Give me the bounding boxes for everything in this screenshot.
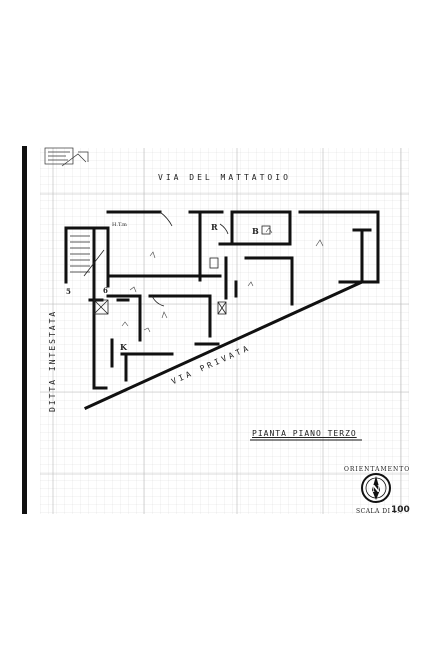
room-label-k: K [120,342,127,352]
street-label-left: DITTA INTESTATA [48,309,57,412]
scale-value: 100 [391,505,410,515]
stamp [44,147,89,167]
room-label-6: 6 [103,286,108,295]
plan-title: PIANTA PIANO TERZO [252,429,357,438]
room-label-b: B [252,226,259,236]
north-compass-icon: N [361,473,391,503]
street-label-top: VIA DEL MATTATOIO [158,173,291,182]
room-label-r: R [211,222,218,232]
room-label-ht: H.T.m [112,222,127,228]
grid-paper [40,148,409,514]
compass-letter: N [372,485,380,495]
room-label-5: 5 [66,287,71,296]
handwritten-marks [121,227,324,333]
scan-edge [22,146,27,514]
orientation-label: ORIENTAMENTO [344,466,411,473]
building-walls [64,210,380,410]
scale-label: SCALA DI 1: [356,508,400,515]
stair-and-fixtures [70,211,271,315]
